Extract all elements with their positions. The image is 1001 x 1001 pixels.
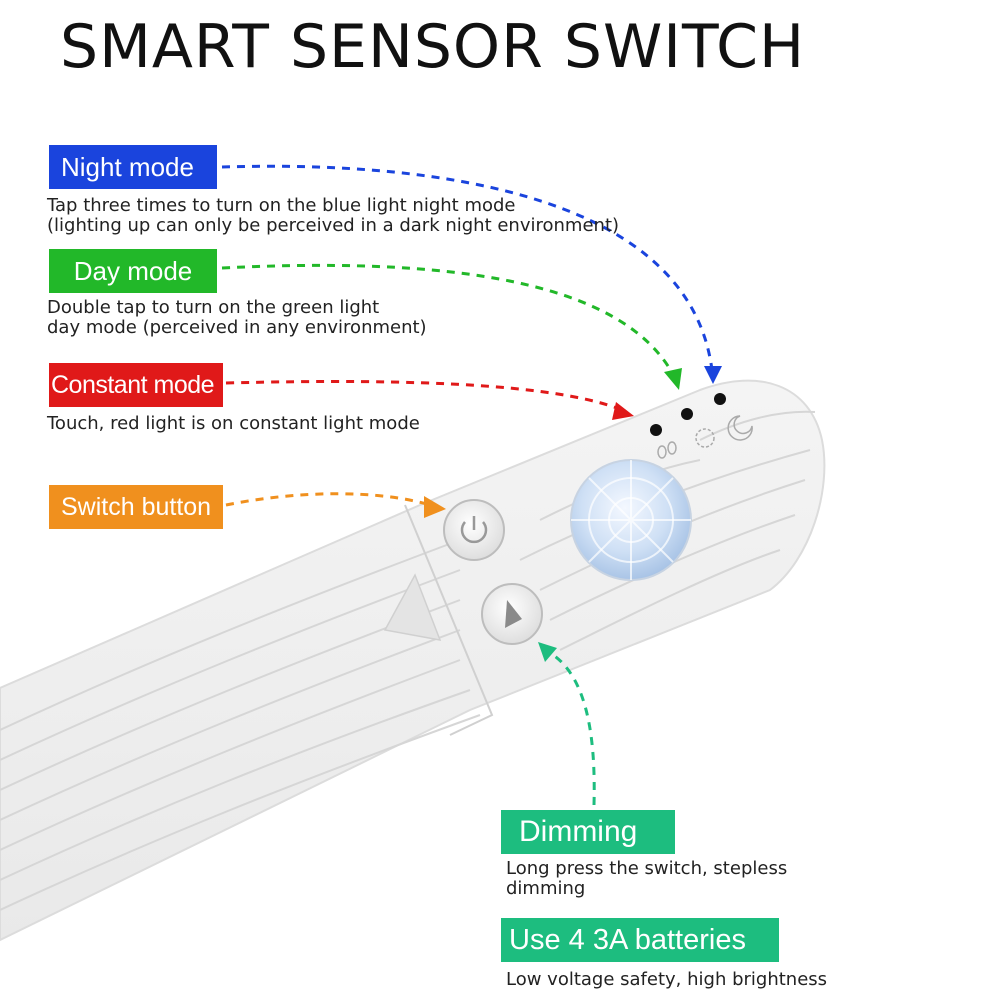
night-arrow: [221, 164, 714, 371]
dimming-label: Dimming: [501, 810, 675, 854]
day-mode-description: Double tap to turn on the green light da…: [47, 297, 427, 338]
moon-icon: [727, 415, 753, 441]
dimming-button[interactable]: [481, 583, 543, 645]
constant-mode-label: Constant mode: [49, 363, 223, 407]
switch-button[interactable]: [443, 499, 505, 561]
switch-button-label: Switch button: [49, 485, 223, 529]
page-title: SMART SENSOR SWITCH: [60, 12, 806, 82]
switch-arrow: [225, 492, 431, 507]
day-arrow: [221, 263, 677, 379]
constant-mode-description: Touch, red light is on constant light mo…: [47, 413, 420, 434]
blue-led: [714, 393, 726, 405]
constant-arrow: [225, 379, 623, 412]
sun-icon: [695, 428, 715, 448]
triangle-icon: [505, 600, 522, 628]
night-mode-description: Tap three times to turn on the blue ligh…: [47, 195, 620, 236]
green-led: [681, 408, 693, 420]
indicator-leds: [650, 393, 726, 436]
dimming-description: Long press the switch, stepless dimming: [506, 858, 788, 899]
footprints-icon: [657, 441, 677, 459]
power-icon: [460, 516, 488, 544]
red-led: [650, 424, 662, 436]
batteries-description: Low voltage safety, high brightness: [506, 969, 828, 990]
pir-sensor-icon: [570, 459, 692, 581]
device-body: [0, 379, 826, 942]
batteries-label: Use 4 3A batteries: [501, 918, 779, 962]
night-mode-label: Night mode: [49, 145, 217, 189]
dimming-arrow: [544, 648, 596, 806]
arrow-heads: [424, 366, 722, 662]
day-mode-label: Day mode: [49, 249, 217, 293]
